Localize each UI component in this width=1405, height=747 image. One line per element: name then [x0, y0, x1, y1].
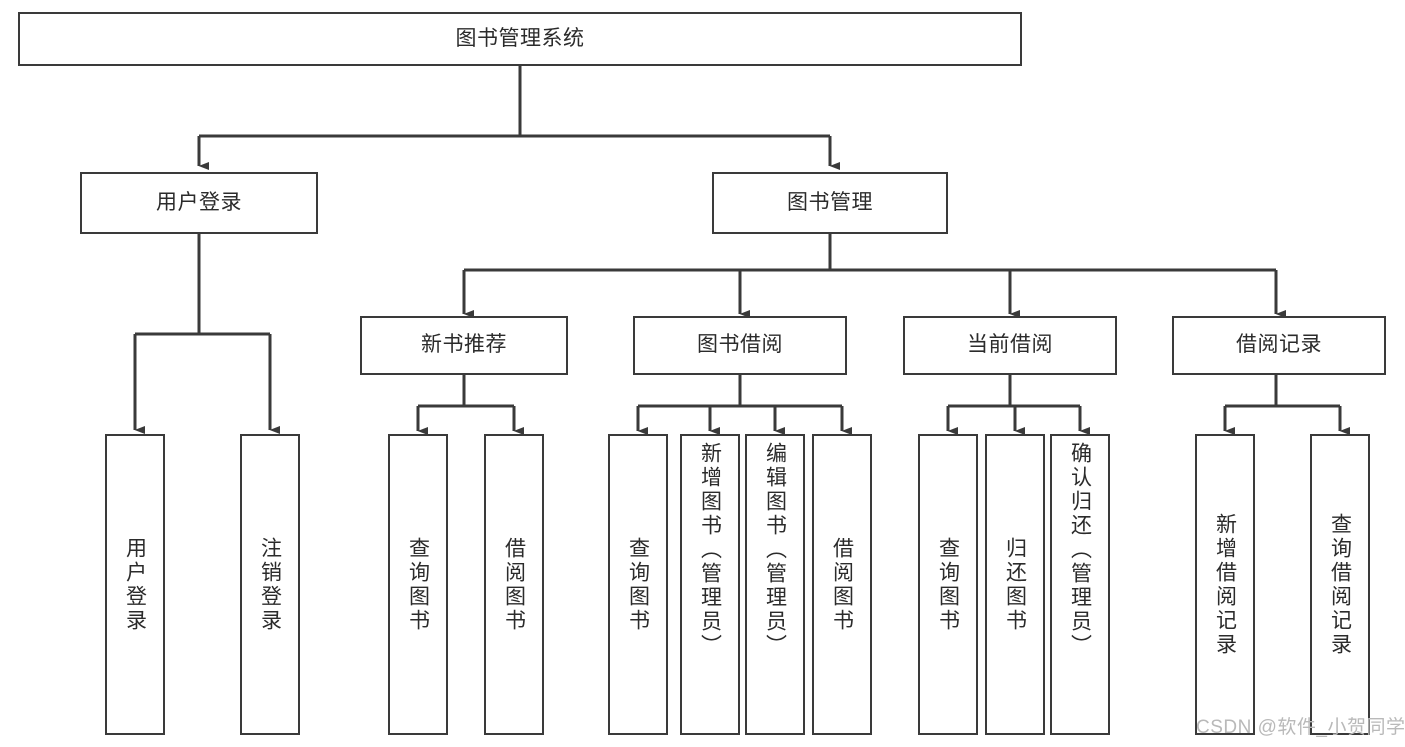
node-label-book-borrow: 图书借阅 — [697, 333, 783, 357]
node-leaf-edit-book-admin[interactable]: 编辑图书（管理员） — [745, 434, 805, 735]
node-leaf-query-book-recommend[interactable]: 查询图书 — [388, 434, 448, 735]
node-leaf-add-borrow-record[interactable]: 新增借阅记录 — [1195, 434, 1255, 735]
node-book-manage[interactable]: 图书管理 — [712, 172, 948, 234]
node-leaf-borrow-book[interactable]: 借阅图书 — [812, 434, 872, 735]
node-label-leaf-query-borrow-record: 查询借阅记录 — [1328, 512, 1352, 657]
node-label-leaf-logout: 注销登录 — [258, 536, 282, 633]
node-leaf-query-borrow-record[interactable]: 查询借阅记录 — [1310, 434, 1370, 735]
node-label-leaf-edit-book-admin: 编辑图书（管理员） — [763, 442, 787, 658]
node-label-leaf-query-book-current: 查询图书 — [936, 536, 960, 633]
node-leaf-add-book-admin[interactable]: 新增图书（管理员） — [680, 434, 740, 735]
node-current-borrow[interactable]: 当前借阅 — [903, 316, 1117, 375]
node-label-leaf-add-borrow-record: 新增借阅记录 — [1213, 512, 1237, 657]
node-leaf-confirm-return-admin[interactable]: 确认归还（管理员） — [1050, 434, 1110, 735]
node-label-borrow-record: 借阅记录 — [1236, 333, 1322, 357]
node-leaf-logout[interactable]: 注销登录 — [240, 434, 300, 735]
node-borrow-record[interactable]: 借阅记录 — [1172, 316, 1386, 375]
node-label-leaf-user-login: 用户登录 — [123, 536, 147, 633]
csdn-watermark: CSDN @软件_小贺同学 — [1196, 717, 1405, 738]
node-leaf-return-book[interactable]: 归还图书 — [985, 434, 1045, 735]
node-label-leaf-confirm-return-admin: 确认归还（管理员） — [1068, 442, 1092, 658]
node-label-leaf-borrow-book: 借阅图书 — [830, 536, 854, 633]
node-leaf-query-book-borrow[interactable]: 查询图书 — [608, 434, 668, 735]
node-label-leaf-query-book-recommend: 查询图书 — [406, 536, 430, 633]
node-root-system[interactable]: 图书管理系统 — [18, 12, 1022, 66]
node-label-current-borrow: 当前借阅 — [967, 333, 1053, 357]
node-new-book-recommend[interactable]: 新书推荐 — [360, 316, 568, 375]
node-leaf-user-login[interactable]: 用户登录 — [105, 434, 165, 735]
node-leaf-query-book-current[interactable]: 查询图书 — [918, 434, 978, 735]
node-label-leaf-query-book-borrow: 查询图书 — [626, 536, 650, 633]
node-label-book-manage: 图书管理 — [787, 190, 873, 214]
node-user-login[interactable]: 用户登录 — [80, 172, 318, 234]
node-label-leaf-borrow-book-recommend: 借阅图书 — [502, 536, 526, 633]
node-leaf-borrow-book-recommend[interactable]: 借阅图书 — [484, 434, 544, 735]
node-label-leaf-return-book: 归还图书 — [1003, 536, 1027, 633]
node-label-root: 图书管理系统 — [455, 26, 585, 50]
node-book-borrow[interactable]: 图书借阅 — [633, 316, 847, 375]
node-label-leaf-add-book-admin: 新增图书（管理员） — [698, 442, 722, 658]
node-label-new-book-recommend: 新书推荐 — [421, 333, 507, 357]
node-label-user-login: 用户登录 — [156, 190, 242, 214]
